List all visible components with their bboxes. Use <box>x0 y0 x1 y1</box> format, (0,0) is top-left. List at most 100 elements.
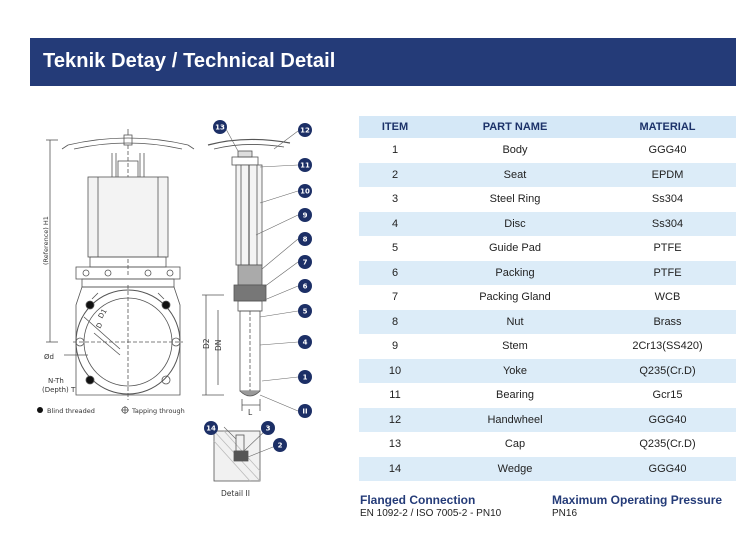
cell-item: 9 <box>391 340 399 353</box>
cell-item: 14 <box>388 462 402 475</box>
cell-part: Guide Pad <box>489 242 541 255</box>
cell-item: 6 <box>391 266 399 279</box>
svg-text:II: II <box>302 408 307 416</box>
cell-item: 4 <box>391 217 399 230</box>
table-row: 7 Packing Gland WCB <box>359 285 736 310</box>
cell-part: Body <box>502 144 528 157</box>
svg-text:9: 9 <box>303 212 308 220</box>
svg-text:6: 6 <box>303 283 308 291</box>
balloon-7: 7 <box>298 255 312 269</box>
legend-tapping-through: Tapping through <box>131 407 185 415</box>
balloon-6: 6 <box>298 279 312 293</box>
label-detail: Detail II <box>221 489 250 498</box>
cell-part: Cap <box>504 438 526 451</box>
balloon-5: 5 <box>298 304 312 318</box>
svg-text:3: 3 <box>266 425 271 433</box>
table-row: 11 Bearing Gcr15 <box>359 383 736 408</box>
cell-material: Gcr15 <box>652 389 683 402</box>
cell-item: 12 <box>388 413 402 426</box>
table-row: 1 Body GGG40 <box>359 138 736 163</box>
balloon-1: 1 <box>298 370 312 384</box>
max-pressure-title: Maximum Operating Pressure <box>552 493 723 507</box>
cell-item: 11 <box>389 389 401 402</box>
svg-text:5: 5 <box>303 308 308 316</box>
label-nth: N-Th <box>48 377 64 385</box>
balloon-13: 13 <box>213 120 227 134</box>
table-row: 5 Guide Pad PTFE <box>359 236 736 261</box>
table-row: 14 Wedge GGG40 <box>359 456 736 481</box>
cell-material: Q235(Cr.D) <box>639 364 696 377</box>
label-depth: (Depth) T <box>42 386 76 394</box>
table-row: 2 Seat EPDM <box>359 162 736 187</box>
cell-material: GGG40 <box>648 144 687 157</box>
header-part-name: PART NAME <box>482 121 548 133</box>
cell-part: Bearing <box>496 389 534 402</box>
cell-item: 10 <box>388 364 402 377</box>
svg-text:14: 14 <box>206 425 216 433</box>
balloon-12: 12 <box>298 123 312 137</box>
blind-threaded-icon <box>37 407 43 413</box>
svg-text:10: 10 <box>300 188 310 196</box>
cell-part: Packing <box>495 266 535 279</box>
cell-part: Steel Ring <box>489 193 541 206</box>
cell-item: 2 <box>391 168 399 181</box>
cell-part: Packing Gland <box>479 291 551 304</box>
table-row: 10 Yoke Q235(Cr.D) <box>359 358 736 383</box>
cell-part: Handwheel <box>487 413 543 426</box>
technical-drawing: (Reference) H1 D1 D Ød N-Th (Depth) T Bl… <box>28 105 328 515</box>
table-header: ITEM PART NAME MATERIAL <box>359 116 736 138</box>
balloon-9: 9 <box>298 208 312 222</box>
label-dn: DN <box>214 340 223 351</box>
svg-text:8: 8 <box>303 236 308 244</box>
cell-material: GGG40 <box>648 462 687 475</box>
cell-material: Q235(Cr.D) <box>639 438 696 451</box>
header-material: MATERIAL <box>639 121 696 133</box>
cell-material: Brass <box>653 315 682 328</box>
cell-material: PTFE <box>653 242 682 255</box>
flanged-connection-block: Flanged Connection EN 1092-2 / ISO 7005-… <box>360 493 501 519</box>
max-pressure-block: Maximum Operating Pressure PN16 <box>552 493 722 519</box>
cell-item: 7 <box>391 291 399 304</box>
svg-text:12: 12 <box>300 127 310 135</box>
label-d2: D2 <box>202 338 211 349</box>
balloon-3: 3 <box>261 421 275 435</box>
cell-material: WCB <box>654 291 681 304</box>
svg-text:4: 4 <box>303 339 308 347</box>
label-reference-h: (Reference) H1 <box>42 216 50 265</box>
cell-material: Ss304 <box>651 217 684 230</box>
cell-material: Ss304 <box>651 193 684 206</box>
header-banner: Teknik Detay / Technical Detail <box>30 38 736 86</box>
cell-part: Yoke <box>502 364 528 377</box>
cell-item: 5 <box>391 242 399 255</box>
cell-item: 1 <box>391 144 399 157</box>
cell-material: PTFE <box>653 266 682 279</box>
cell-item: 8 <box>391 315 399 328</box>
front-view <box>46 129 195 400</box>
svg-text:2: 2 <box>278 442 283 450</box>
page-title: Teknik Detay / Technical Detail <box>43 50 336 72</box>
cell-part: Nut <box>506 315 524 328</box>
balloon-2: 2 <box>273 438 287 452</box>
svg-text:7: 7 <box>303 259 308 267</box>
table-row: 6 Packing PTFE <box>359 260 736 285</box>
detail-ii-view <box>213 426 279 482</box>
balloon-8: 8 <box>298 232 312 246</box>
svg-text:1: 1 <box>303 374 308 382</box>
balloon-ii: II <box>298 404 312 418</box>
header-item: ITEM <box>381 121 409 133</box>
table-row: 8 Nut Brass <box>359 309 736 334</box>
label-d1: D1 <box>97 307 109 320</box>
label-d: D <box>95 321 105 330</box>
cell-part: Wedge <box>497 462 533 475</box>
cell-material: EPDM <box>651 168 684 181</box>
flanged-connection-title: Flanged Connection <box>360 493 476 507</box>
cell-part: Seat <box>503 168 527 181</box>
max-pressure-value: PN16 <box>552 508 578 519</box>
svg-text:13: 13 <box>215 124 225 132</box>
